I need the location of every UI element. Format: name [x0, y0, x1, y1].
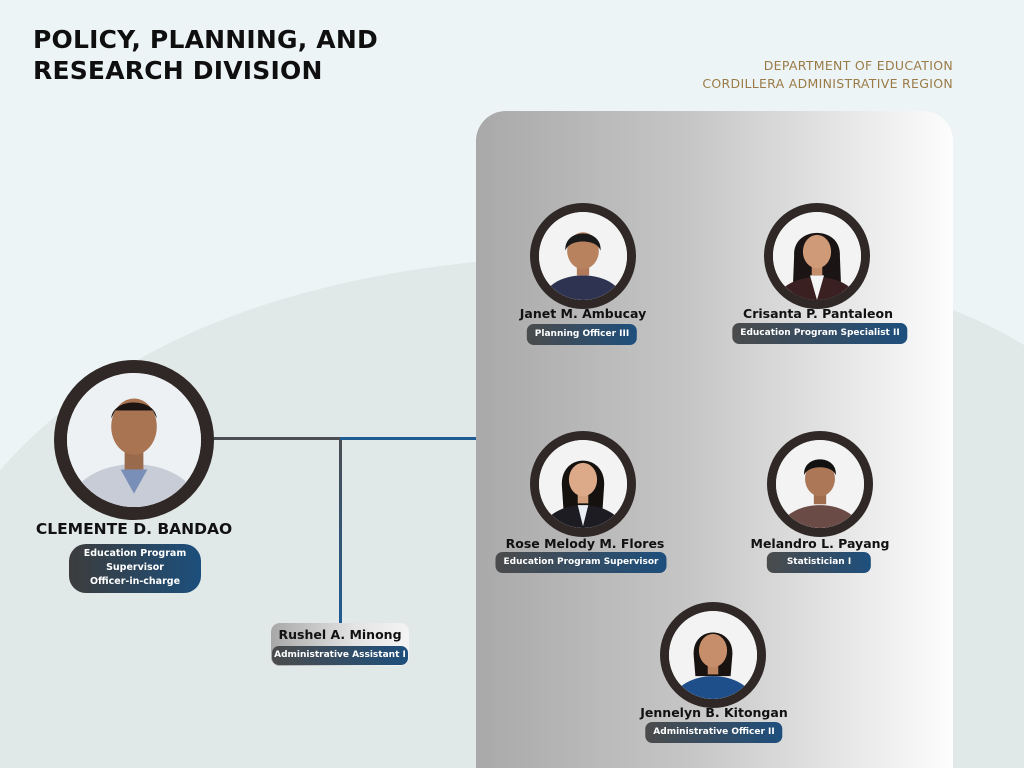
- staff-name-janet: Janet M. Ambucay: [519, 306, 647, 321]
- organization-name: DEPARTMENT OF EDUCATION CORDILLERA ADMIN…: [702, 57, 953, 93]
- assistant-role-badge: Administrative Assistant I: [272, 646, 408, 665]
- staff-role-rose: Education Program Supervisor: [495, 552, 667, 573]
- staff-name-rose: Rose Melody M. Flores: [505, 536, 665, 551]
- staff-role-janet: Planning Officer III: [526, 324, 638, 345]
- connector-junction-to-panel: [340, 437, 476, 440]
- head-role-line-3: Officer-in-charge: [89, 576, 181, 587]
- staff-photo-jennelyn: [660, 602, 766, 708]
- connector-to-assistant: [339, 440, 342, 623]
- org-line-1: DEPARTMENT OF EDUCATION: [763, 58, 953, 73]
- staff-role-melandro: Statistician I: [766, 552, 872, 573]
- staff-photo-rose: [530, 431, 636, 537]
- staff-name-melandro: Melandro L. Payang: [750, 536, 890, 551]
- person-photo-icon: [669, 611, 757, 699]
- person-photo-icon: [67, 373, 201, 507]
- person-photo-icon: [539, 212, 627, 300]
- staff-role-crisanta: Education Program Specialist II: [732, 323, 908, 344]
- person-photo-icon: [539, 440, 627, 528]
- staff-role-jennelyn: Administrative Officer II: [645, 722, 783, 743]
- staff-name-crisanta: Crisanta P. Pantaleon: [743, 306, 893, 321]
- assistant-name: Rushel A. Minong: [278, 627, 402, 642]
- page-title: POLICY, PLANNING, AND RESEARCH DIVISION: [33, 24, 378, 86]
- staff-photo-crisanta: [764, 203, 870, 309]
- head-name: CLEMENTE D. BANDAO: [35, 520, 233, 538]
- title-line-2: RESEARCH DIVISION: [33, 56, 323, 85]
- head-role-line-2: Supervisor: [106, 562, 164, 573]
- org-line-2: CORDILLERA ADMINISTRATIVE REGION: [702, 76, 953, 91]
- staff-name-jennelyn: Jennelyn B. Kitongan: [640, 705, 788, 720]
- person-photo-icon: [773, 212, 861, 300]
- staff-photo-janet: [530, 203, 636, 309]
- head-role-line-1: Education Program: [83, 548, 187, 559]
- connector-head-to-junction: [212, 437, 342, 440]
- head-role-badge: Education Program Supervisor Officer-in-…: [69, 544, 201, 593]
- title-line-1: POLICY, PLANNING, AND: [33, 25, 378, 54]
- head-photo: [54, 360, 214, 520]
- assistant-card: Rushel A. Minong Administrative Assistan…: [271, 623, 409, 666]
- staff-photo-melandro: [767, 431, 873, 537]
- person-photo-icon: [776, 440, 864, 528]
